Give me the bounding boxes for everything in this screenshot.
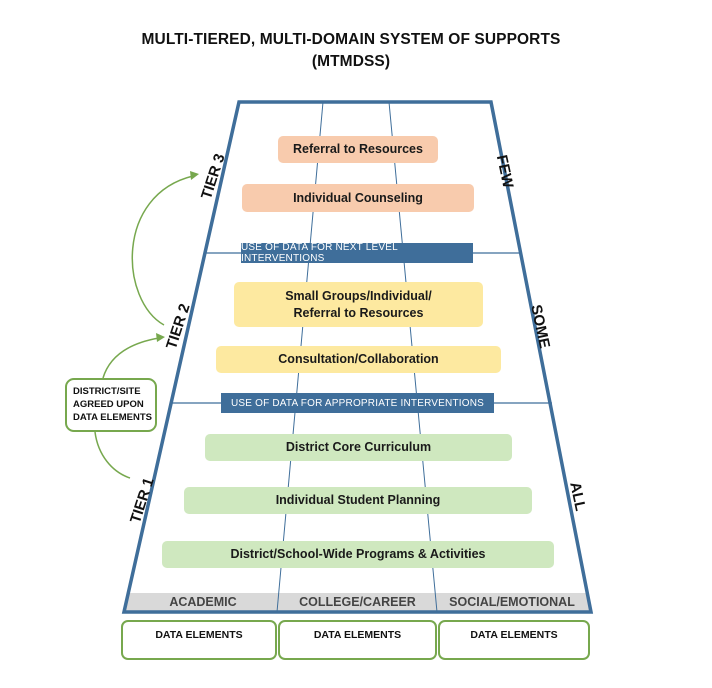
tier1-item-schoolwide-programs: District/School-Wide Programs & Activiti… <box>162 541 554 568</box>
district-site-data-elements-box: DISTRICT/SITE AGREED UPON DATA ELEMENTS <box>65 378 157 432</box>
district-site-line1: DISTRICT/SITE <box>73 386 141 397</box>
domain-college-career: COLLEGE/CAREER <box>299 595 416 609</box>
diagram-title: MULTI-TIERED, MULTI-DOMAIN SYSTEM OF SUP… <box>141 31 561 48</box>
data-elements-academic: DATA ELEMENTS <box>121 620 277 660</box>
tier1-item-core-curriculum: District Core Curriculum <box>205 434 512 461</box>
tier2-item-small-groups: Small Groups/Individual/ Referral to Res… <box>234 282 483 327</box>
band-next-level-interventions: USE OF DATA FOR NEXT LEVEL INTERVENTIONS <box>241 242 473 264</box>
tier3-item-individual-counseling: Individual Counseling <box>242 184 474 212</box>
diagram-subtitle: (MTMDSS) <box>311 53 391 70</box>
data-elements-social-emotional: DATA ELEMENTS <box>438 620 590 660</box>
tier2-item-consultation: Consultation/Collaboration <box>216 346 501 373</box>
tier3-item-referral-to-resources: Referral to Resources <box>278 136 438 163</box>
data-elements-college-career: DATA ELEMENTS <box>278 620 437 660</box>
arrow-box-to-tier2 <box>102 337 160 379</box>
domain-social-emotional: SOCIAL/EMOTIONAL <box>449 595 575 609</box>
tier2-item-small-groups-line2: Referral to Resources <box>293 305 424 320</box>
district-site-line3: DATA ELEMENTS <box>73 412 152 423</box>
district-site-line2: AGREED UPON <box>73 399 144 410</box>
arrow-tier2-to-tier3 <box>131 175 194 326</box>
tier1-item-student-planning: Individual Student Planning <box>184 487 532 514</box>
domain-bar <box>124 593 591 612</box>
connector-box-to-tier1 <box>94 431 131 479</box>
arrowhead-tier2 <box>156 333 165 342</box>
band-appropriate-interventions: USE OF DATA FOR APPROPRIATE INTERVENTION… <box>221 393 494 413</box>
domain-academic: ACADEMIC <box>169 595 237 609</box>
pyramid-outline <box>121 100 594 614</box>
tier2-item-small-groups-line1: Small Groups/Individual/ <box>285 288 432 303</box>
arrowhead-tier3 <box>190 171 199 180</box>
